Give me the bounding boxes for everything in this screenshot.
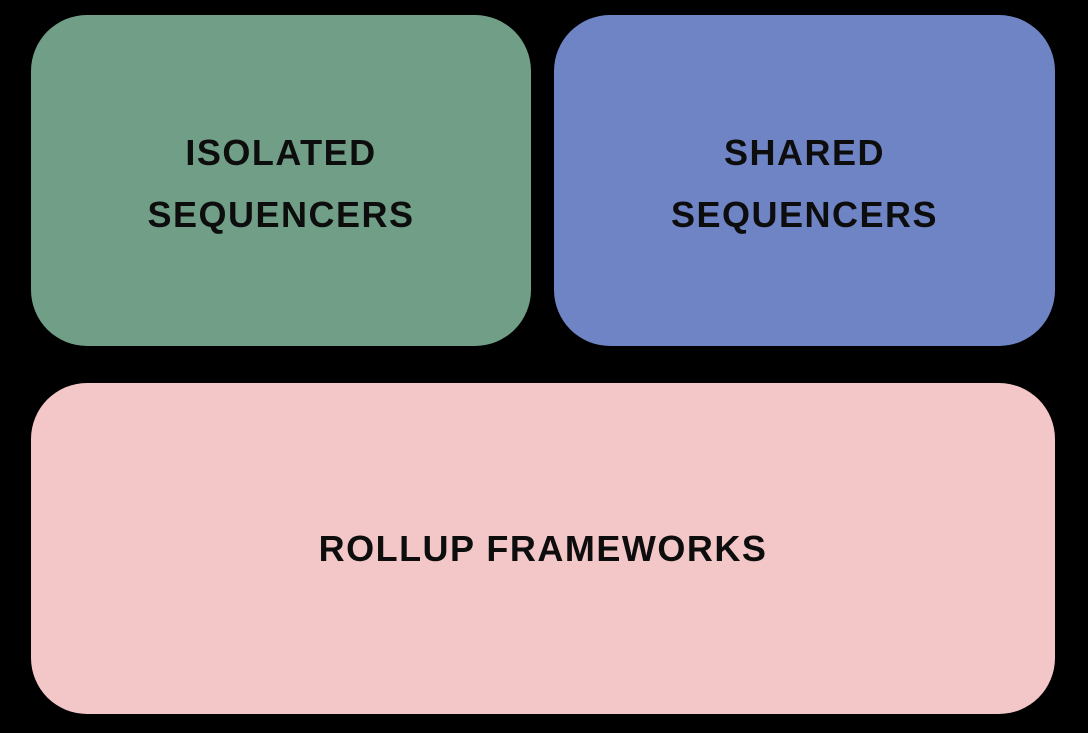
shared-sequencers-block: SHARED SEQUENCERS — [554, 15, 1055, 346]
rollup-frameworks-block: ROLLUP FRAMEWORKS — [31, 383, 1055, 714]
rollup-frameworks-label: ROLLUP FRAMEWORKS — [319, 518, 768, 580]
shared-sequencers-label-line-2: SEQUENCERS — [670, 193, 939, 235]
isolated-sequencers-label: ISOLATED SEQUENCERS — [147, 116, 414, 246]
isolated-sequencers-label-line-2: SEQUENCERS — [147, 193, 415, 235]
isolated-sequencers-label-line-1: ISOLATED — [185, 131, 377, 173]
rollup-frameworks-label-line-1: ROLLUP FRAMEWORKS — [318, 527, 768, 569]
isolated-sequencers-block: ISOLATED SEQUENCERS — [31, 15, 531, 346]
shared-sequencers-label-line-1: SHARED — [723, 131, 885, 173]
shared-sequencers-label: SHARED SEQUENCERS — [671, 116, 938, 246]
